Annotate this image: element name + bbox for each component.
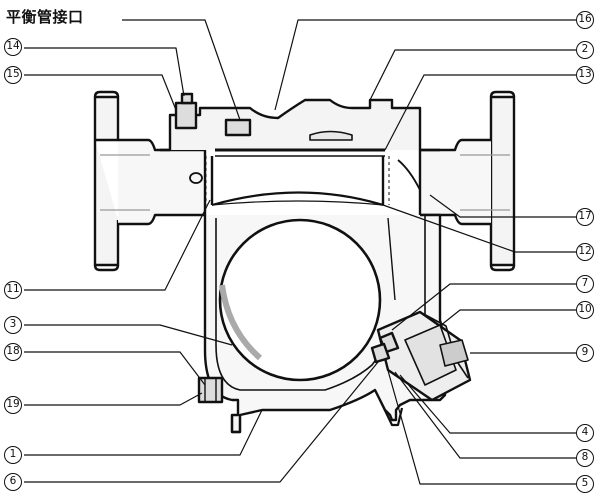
inlet-pipe [118,138,207,226]
callout-19: 19 [4,396,22,414]
callout-15: 15 [4,66,22,84]
cover [160,98,440,152]
screen [210,156,385,205]
callout-18: 18 [4,343,22,361]
callout-3: 3 [4,316,22,334]
outlet-pipe [418,138,491,226]
callout-9: 9 [576,344,594,362]
callout-10: 10 [576,301,594,319]
callout-16: 16 [576,11,594,29]
float-ball [218,218,382,382]
callout-7: 7 [576,275,594,293]
callout-17: 17 [576,208,594,226]
right-flange [489,95,516,267]
callout-4: 4 [576,424,594,442]
cover-bolt [174,101,198,130]
callout-1: 1 [4,446,22,464]
callout-6: 6 [4,473,22,491]
balance-pipe-connection-label: 平衡管接口 [6,8,84,26]
callout-5: 5 [576,475,594,493]
callout-14: 14 [4,38,22,56]
left-flange [93,95,120,142]
callout-8: 8 [576,449,594,467]
callout-11: 11 [4,281,22,299]
callout-2: 2 [576,41,594,59]
callout-13: 13 [576,66,594,84]
callout-12: 12 [576,243,594,261]
